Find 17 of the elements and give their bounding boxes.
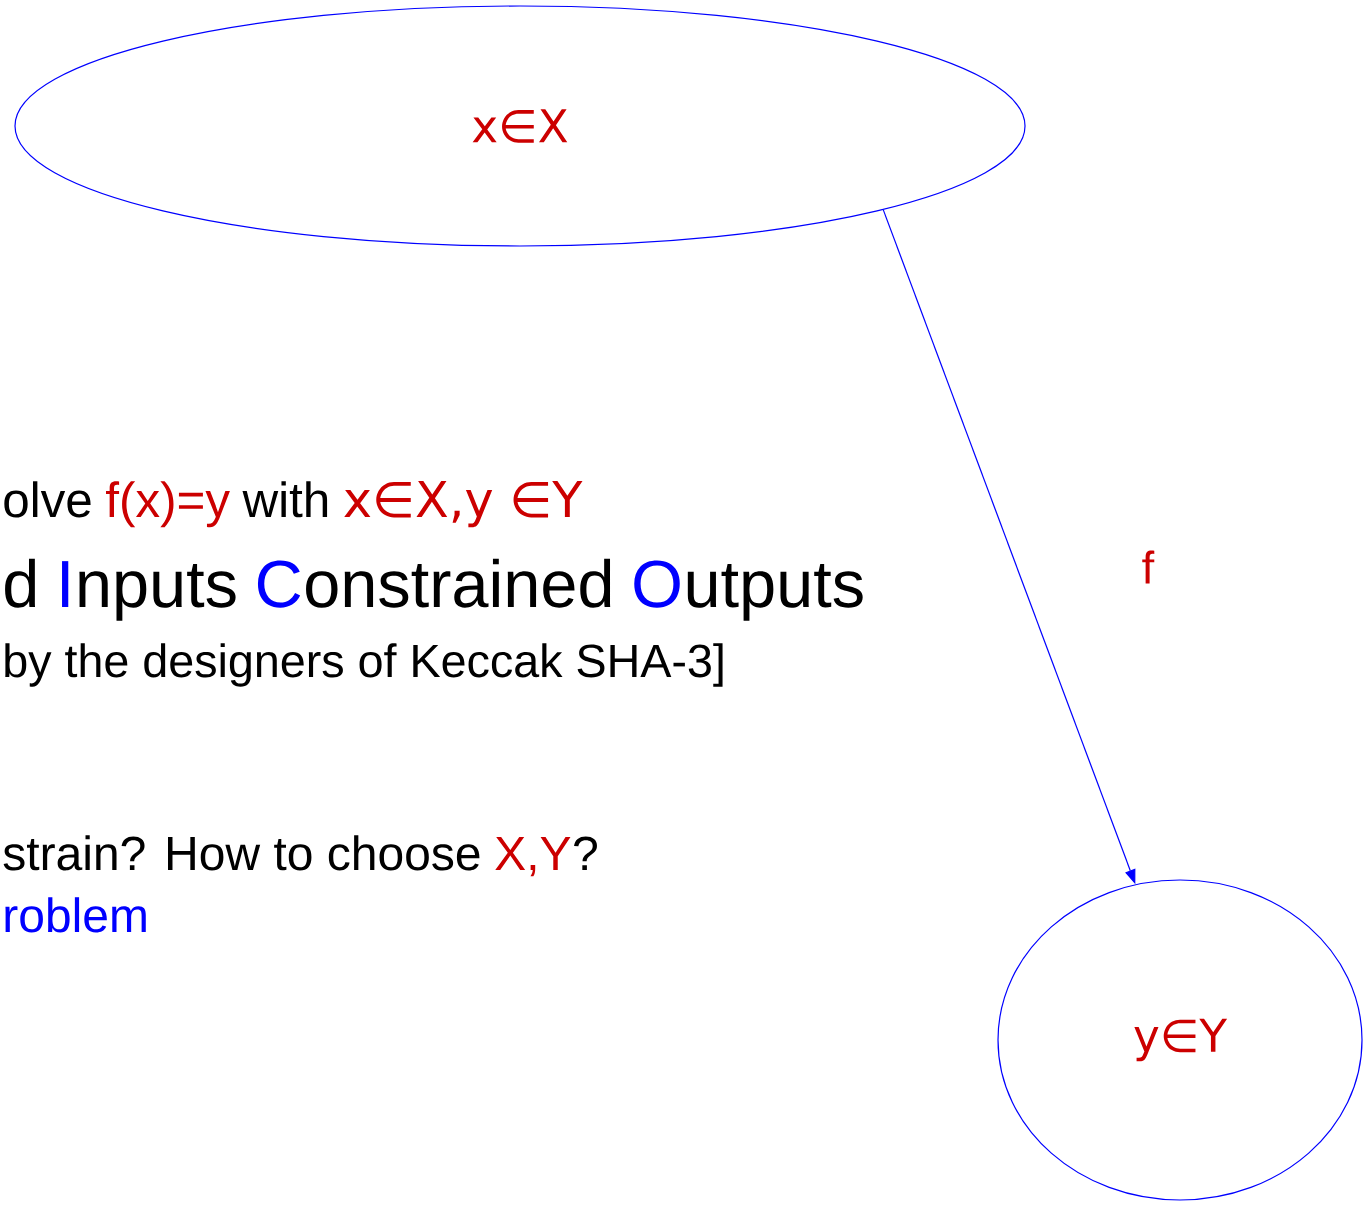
slide-text: C [257,560,301,608]
edge-label: f [1142,550,1155,584]
slide-text: with [242,481,328,518]
slide-text: I [62,561,69,607]
slide-text: olve [4,481,91,518]
slide-text: x∈X,y ∈Y [344,481,583,528]
slide-text: by the designers of Keccak SHA-3] [5,643,723,687]
slide-text: nputs [79,563,236,621]
slide-text: f(x)=y [106,481,230,528]
slide-text: ? [574,836,597,870]
slide-text: X,Y [495,837,571,877]
slide-text: onstrained [306,558,611,608]
slide-text: d [5,558,36,608]
slide-text: strain? How to choose [3,835,480,871]
slide-text: O [634,560,680,608]
slide-text: roblem [5,897,146,933]
slide-text: utputs [687,563,863,621]
